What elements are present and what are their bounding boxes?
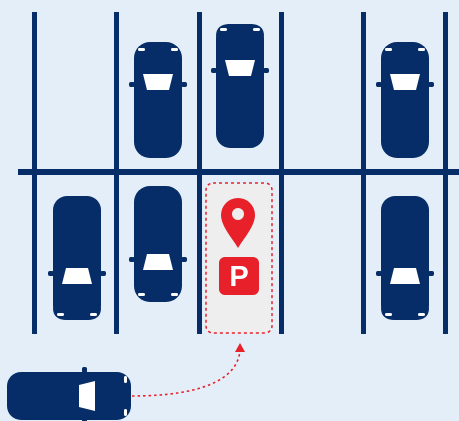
parking-sign-letter: P	[229, 261, 248, 293]
parked-car-bottom-1	[48, 196, 106, 320]
parked-car-top-2	[129, 42, 187, 158]
parked-car-bottom-5	[376, 196, 434, 320]
parking-sign-icon: P	[219, 257, 259, 295]
parked-car-top-3	[211, 24, 269, 148]
lane-divider-line	[18, 169, 459, 175]
moving-car	[7, 367, 131, 421]
parked-car-bottom-2	[129, 186, 187, 302]
parked-car-top-5	[376, 42, 434, 158]
